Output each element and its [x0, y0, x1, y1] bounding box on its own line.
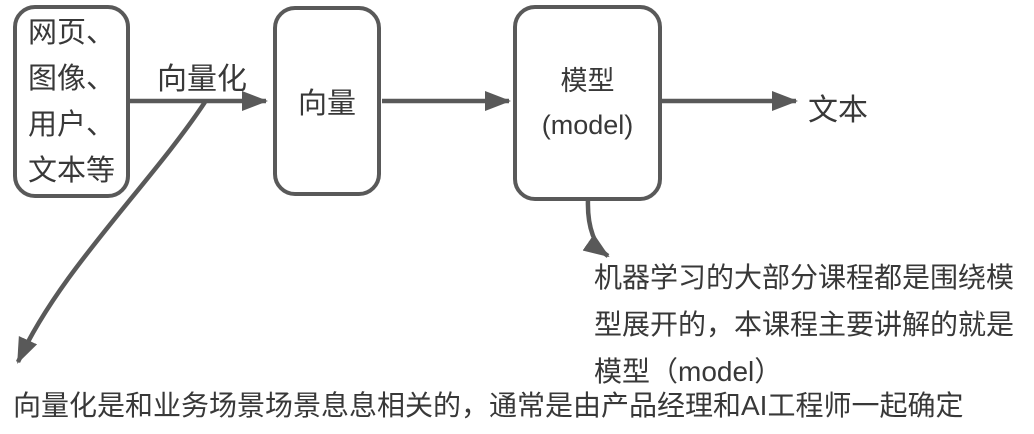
model-box-label: 模型: [560, 66, 615, 96]
vector-box-label: 向量: [297, 88, 356, 120]
note-model: 机器学习的大部分课程都是围绕模 型展开的，本课程主要讲解的就是 模型（model…: [594, 254, 1014, 395]
source-box-line: 用户、: [27, 108, 115, 141]
vector-box: 向量: [273, 6, 381, 196]
source-box-line: 图像、: [27, 62, 115, 95]
note-model-line: 模型（model）: [594, 356, 783, 387]
output-label: 文本: [808, 94, 868, 127]
model-box: 模型 (model): [513, 5, 662, 201]
note-model-line: 机器学习的大部分课程都是围绕模: [594, 262, 1015, 293]
source-box-line: 网页、: [27, 16, 115, 49]
note-vectorization: 向量化是和业务场景场景息息相关的，通常是由产品经理和AI工程师一起确定: [13, 390, 964, 421]
source-data-box: 网页、 图像、 用户、 文本等: [13, 5, 130, 198]
model-box-sublabel: (model): [541, 110, 634, 140]
arrow-vectorization-to-note: [15, 100, 207, 364]
arrow-model-to-note: [582, 198, 610, 258]
note-model-line: 型展开的，本课程主要讲解的就是: [594, 309, 1015, 340]
source-box-line: 文本等: [27, 154, 115, 187]
edge-label-vectorization: 向量化: [157, 63, 247, 96]
